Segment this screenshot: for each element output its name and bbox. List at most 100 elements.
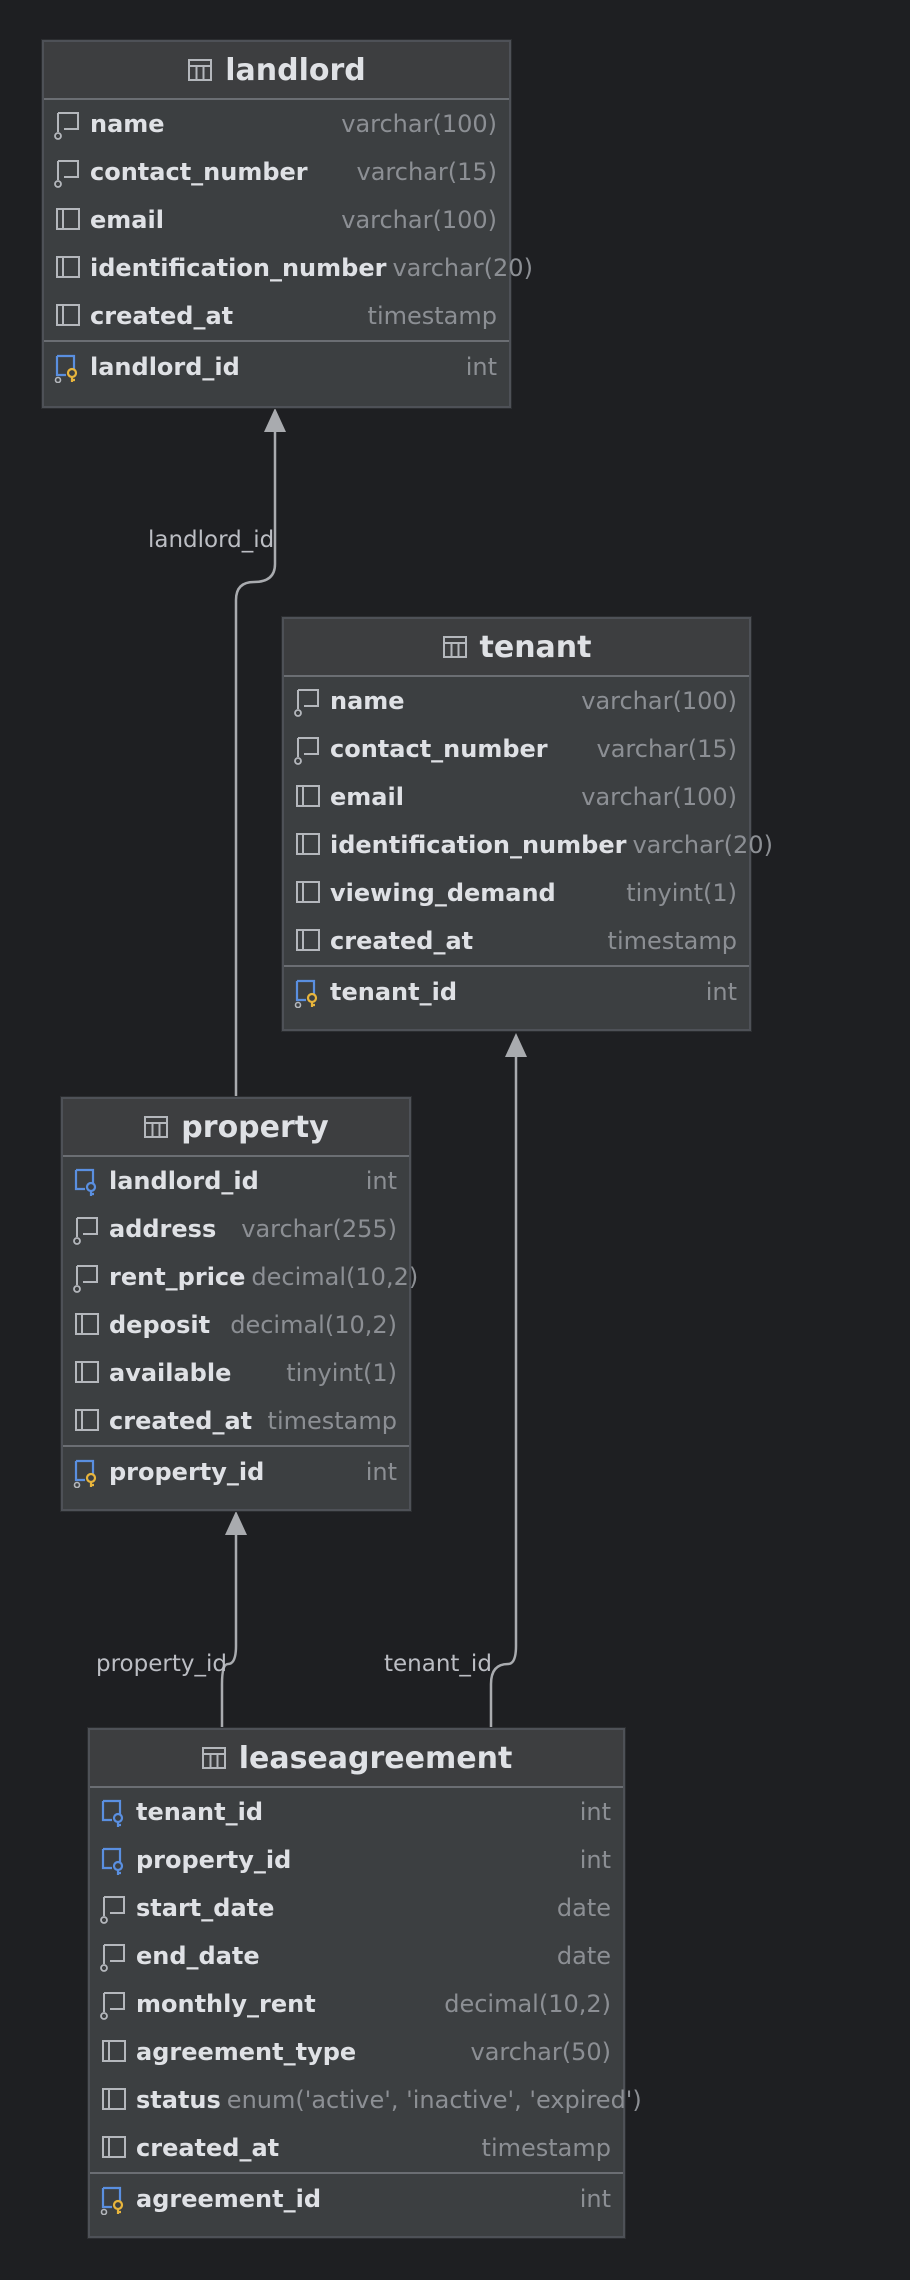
column-row[interactable]: created_at timestamp (284, 917, 749, 965)
column-name: created_at (330, 927, 474, 955)
column-type: varchar(255) (241, 1215, 397, 1243)
column-type: varchar(100) (341, 110, 497, 138)
column-type: int (705, 978, 737, 1006)
column-type: timestamp (481, 2134, 611, 2162)
table-header[interactable]: property (63, 1099, 409, 1157)
column-name: created_at (136, 2134, 280, 2162)
table-title: property (181, 1109, 329, 1145)
column-notnull-icon (52, 156, 84, 188)
column-type: int (365, 1458, 397, 1486)
column-icon (98, 2036, 130, 2068)
column-type: varchar(100) (581, 687, 737, 715)
column-name: email (90, 206, 164, 234)
column-row[interactable]: deposit decimal(10,2) (63, 1301, 409, 1349)
column-notnull-icon (98, 1940, 130, 1972)
column-type: decimal(10,2) (444, 1990, 611, 2018)
arrowhead-property (225, 1511, 247, 1535)
edge-property-landlord (234, 428, 277, 1097)
column-icon (71, 1405, 103, 1437)
column-type: timestamp (267, 1407, 397, 1435)
column-row[interactable]: address varchar(255) (63, 1205, 409, 1253)
column-type: int (465, 353, 497, 381)
edge-label-landlord-id: landlord_id (148, 527, 275, 553)
arrowhead-tenant (505, 1033, 527, 1057)
table-title: tenant (479, 629, 592, 665)
column-name: agreement_type (136, 2038, 357, 2066)
foreign-key-icon (71, 1165, 103, 1197)
foreign-key-icon (98, 1796, 130, 1828)
table-header[interactable]: leaseagreement (90, 1730, 623, 1788)
foreign-key-icon (98, 1844, 130, 1876)
column-name: deposit (109, 1311, 211, 1339)
column-type: int (579, 2185, 611, 2213)
column-notnull-icon (98, 1892, 130, 1924)
column-row[interactable]: available tinyint(1) (63, 1349, 409, 1397)
edge-label-property-id: property_id (96, 1651, 227, 1677)
column-row[interactable]: start_date date (90, 1884, 623, 1932)
column-notnull-icon (71, 1213, 103, 1245)
primary-key-icon (52, 351, 84, 384)
column-notnull-icon (71, 1261, 103, 1293)
column-row[interactable]: end_date date (90, 1932, 623, 1980)
column-notnull-icon (292, 733, 324, 765)
column-icon (52, 204, 84, 236)
column-icon (292, 877, 324, 909)
column-name: monthly_rent (136, 1990, 316, 2018)
primary-key-icon (71, 1456, 103, 1489)
column-icon (52, 300, 84, 332)
column-name: rent_price (109, 1263, 246, 1291)
table-header[interactable]: landlord (44, 42, 509, 100)
primary-key-row[interactable]: property_id int (63, 1445, 409, 1497)
table-icon (442, 634, 468, 660)
column-row[interactable]: tenant_id int (90, 1788, 623, 1836)
column-type: varchar(15) (356, 158, 498, 186)
table-header[interactable]: tenant (284, 619, 749, 677)
column-notnull-icon (52, 108, 84, 140)
primary-key-icon (98, 2183, 130, 2216)
column-type: date (556, 1942, 611, 1970)
column-name: address (109, 1215, 217, 1243)
column-type: tinyint(1) (286, 1359, 397, 1387)
column-name: property_id (109, 1458, 265, 1486)
column-type: int (579, 1798, 611, 1826)
column-icon (292, 781, 324, 813)
column-row[interactable]: created_at timestamp (90, 2124, 623, 2172)
column-name: viewing_demand (330, 879, 556, 907)
column-name: tenant_id (136, 1798, 263, 1826)
column-row[interactable]: monthly_rent decimal(10,2) (90, 1980, 623, 2028)
column-name: contact_number (330, 735, 548, 763)
column-icon (71, 1357, 103, 1389)
column-name: email (330, 783, 404, 811)
column-type: timestamp (607, 927, 737, 955)
column-name: start_date (136, 1894, 275, 1922)
column-row[interactable]: agreement_type varchar(50) (90, 2028, 623, 2076)
column-type: decimal(10,2) (251, 1263, 419, 1291)
column-type: decimal(10,2) (230, 1311, 397, 1339)
column-name: available (109, 1359, 232, 1387)
column-type: date (556, 1894, 611, 1922)
column-name: end_date (136, 1942, 260, 1970)
column-type: varchar(50) (470, 2038, 612, 2066)
